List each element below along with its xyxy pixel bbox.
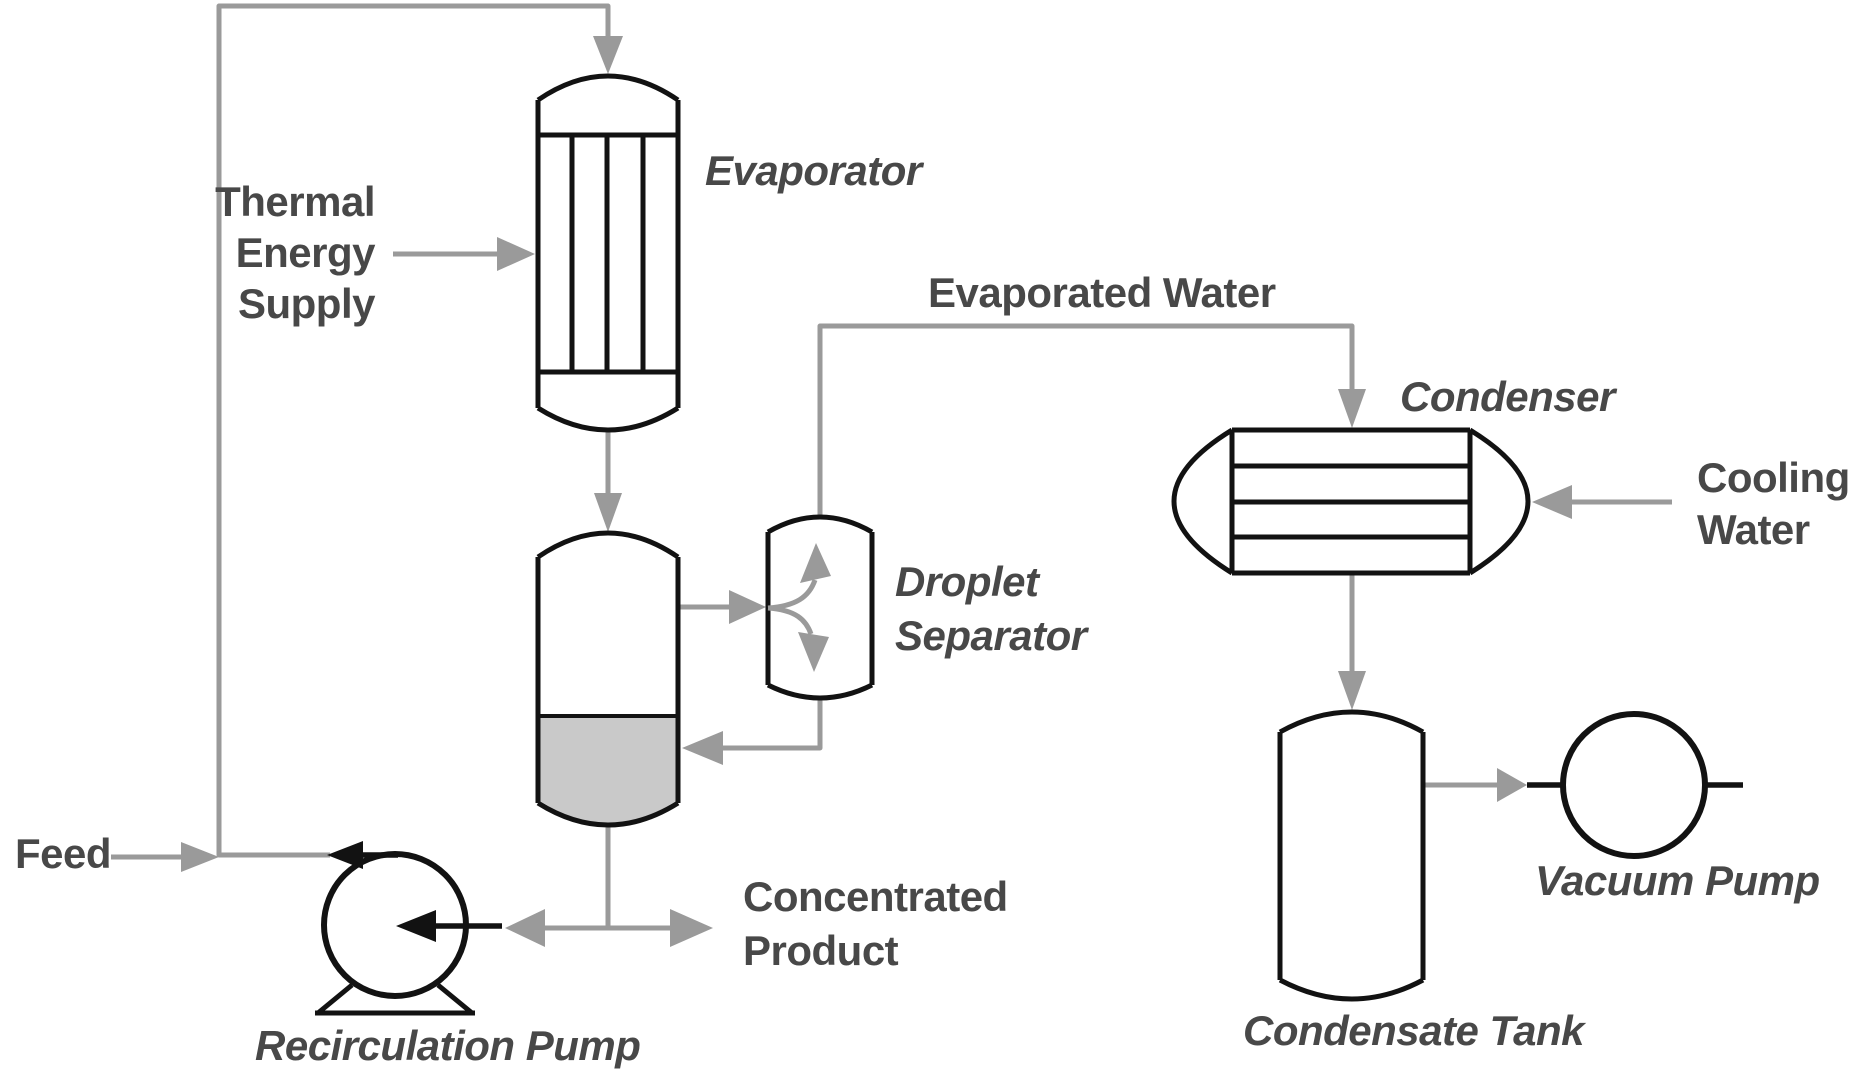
product-arrowhead bbox=[670, 909, 713, 947]
evaporator-inlet-arrowhead bbox=[593, 36, 623, 74]
condensate-tank-vessel bbox=[1277, 709, 1426, 1002]
recirculation-pump-symbol bbox=[315, 841, 502, 1016]
liquid-holdup bbox=[540, 716, 676, 823]
cooling-water-label: Cooling Water bbox=[1697, 452, 1850, 556]
feed-label: Feed bbox=[15, 830, 112, 877]
thermal-energy-supply-label: Thermal Energy Supply bbox=[160, 176, 375, 329]
evaporator-vessel bbox=[535, 73, 681, 433]
cooling-water-arrowhead bbox=[1532, 485, 1572, 519]
thermal-arrowhead bbox=[497, 237, 535, 271]
vacuum-pump-symbol bbox=[1527, 711, 1743, 859]
condenser-label: Condenser bbox=[1400, 373, 1615, 420]
condenser-inlet-arrowhead bbox=[1338, 389, 1366, 428]
pump-discharge-arrow bbox=[327, 841, 398, 869]
evaporator-label: Evaporator bbox=[705, 147, 922, 194]
feed-arrowhead bbox=[181, 842, 219, 872]
recirculation-line bbox=[216, 3, 623, 858]
droplet-separator-label-line2: Separator bbox=[895, 612, 1087, 659]
flash-vessel bbox=[535, 530, 681, 828]
flash-to-separator-line bbox=[678, 590, 766, 624]
separator-inlet-arrowhead bbox=[729, 590, 766, 624]
concentrated-product-label-line2: Product bbox=[743, 927, 899, 974]
tank-outlet-line bbox=[1423, 768, 1527, 802]
condensate-tank-label: Condensate Tank bbox=[1243, 1007, 1585, 1054]
pump-suction-arrow bbox=[396, 910, 502, 942]
condenser-outlet-line bbox=[1338, 573, 1366, 710]
vacuum-pump-label: Vacuum Pump bbox=[1535, 857, 1820, 904]
feed-line bbox=[111, 842, 219, 872]
condenser-vessel bbox=[1171, 427, 1531, 576]
thermal-label-line1: Thermal bbox=[215, 178, 375, 225]
evaporator-outlet-line bbox=[594, 429, 622, 532]
thermal-label-line2: Energy bbox=[235, 229, 376, 276]
thermal-energy-arrow bbox=[393, 237, 535, 271]
return-arrowhead bbox=[682, 731, 723, 765]
cooling-water-label-line1: Cooling bbox=[1697, 454, 1850, 501]
flow-split-arrows bbox=[767, 543, 831, 672]
evaporated-water-label: Evaporated Water bbox=[928, 269, 1276, 316]
to-pump-arrowhead bbox=[505, 909, 545, 947]
cooling-water-label-line2: Water bbox=[1697, 506, 1810, 553]
droplet-separator-label: Droplet Separator bbox=[895, 555, 1087, 663]
cooling-water-arrow bbox=[1532, 485, 1672, 519]
separator-return-line bbox=[682, 698, 823, 765]
recirculation-pump-label: Recirculation Pump bbox=[255, 1022, 641, 1069]
pump-base-leg bbox=[316, 983, 354, 1015]
droplet-separator-vessel bbox=[765, 514, 875, 701]
product-tee-line bbox=[505, 824, 713, 947]
thermal-label-line3: Supply bbox=[237, 280, 376, 327]
flash-inlet-arrowhead bbox=[594, 493, 622, 532]
evaporated-water-line bbox=[817, 323, 1366, 518]
pump-base-leg bbox=[436, 983, 474, 1015]
tank-inlet-arrowhead bbox=[1338, 671, 1366, 710]
concentrated-product-label: Concentrated Product bbox=[743, 870, 1008, 978]
concentrated-product-label-line1: Concentrated bbox=[743, 873, 1008, 920]
vacuum-pump-arrowhead bbox=[1497, 768, 1527, 802]
droplet-separator-label-line1: Droplet bbox=[895, 558, 1039, 605]
